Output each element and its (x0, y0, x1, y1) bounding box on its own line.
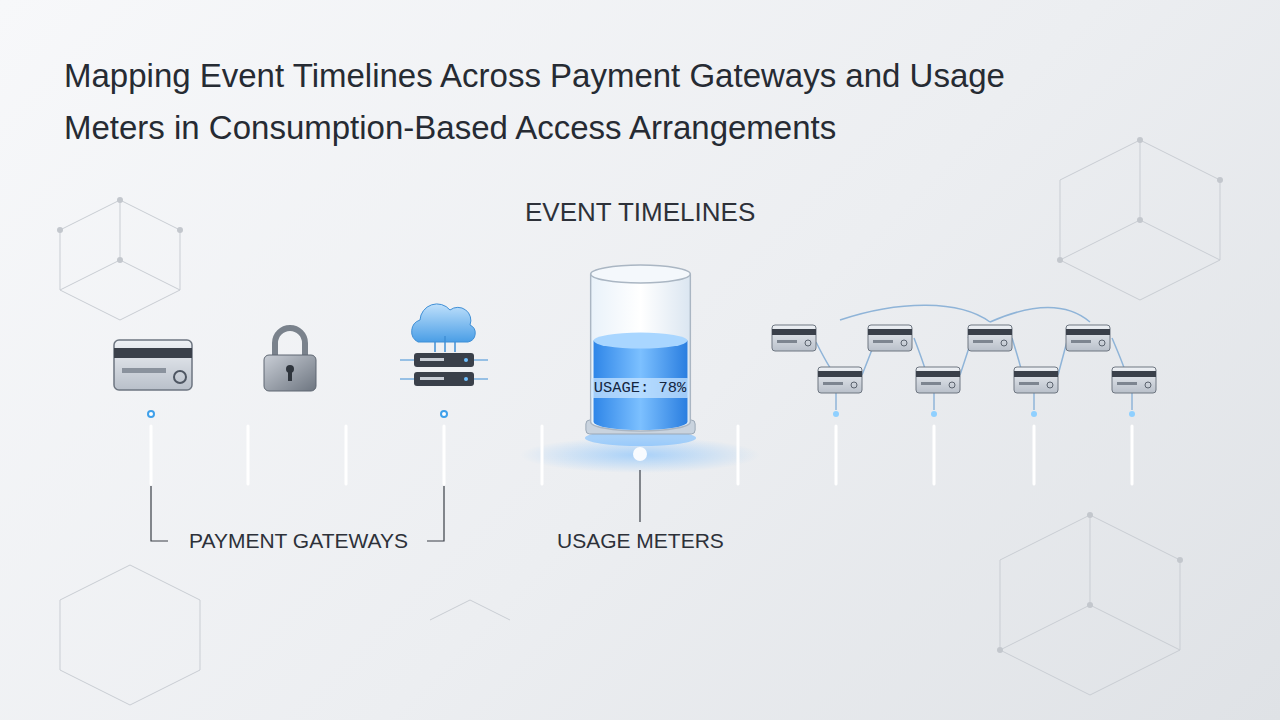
cylinder-outline (583, 262, 698, 448)
section-heading: EVENT TIMELINES (521, 197, 759, 228)
meter-reading: USAGE: 78% (591, 378, 689, 398)
diagram-title: Mapping Event Timelines Across Payment G… (64, 50, 1104, 154)
group-label: USAGE METERS (553, 529, 728, 553)
group-label: PAYMENT GATEWAYS (185, 529, 412, 553)
usage-meter-cylinder: USAGE: 78% (583, 262, 698, 448)
